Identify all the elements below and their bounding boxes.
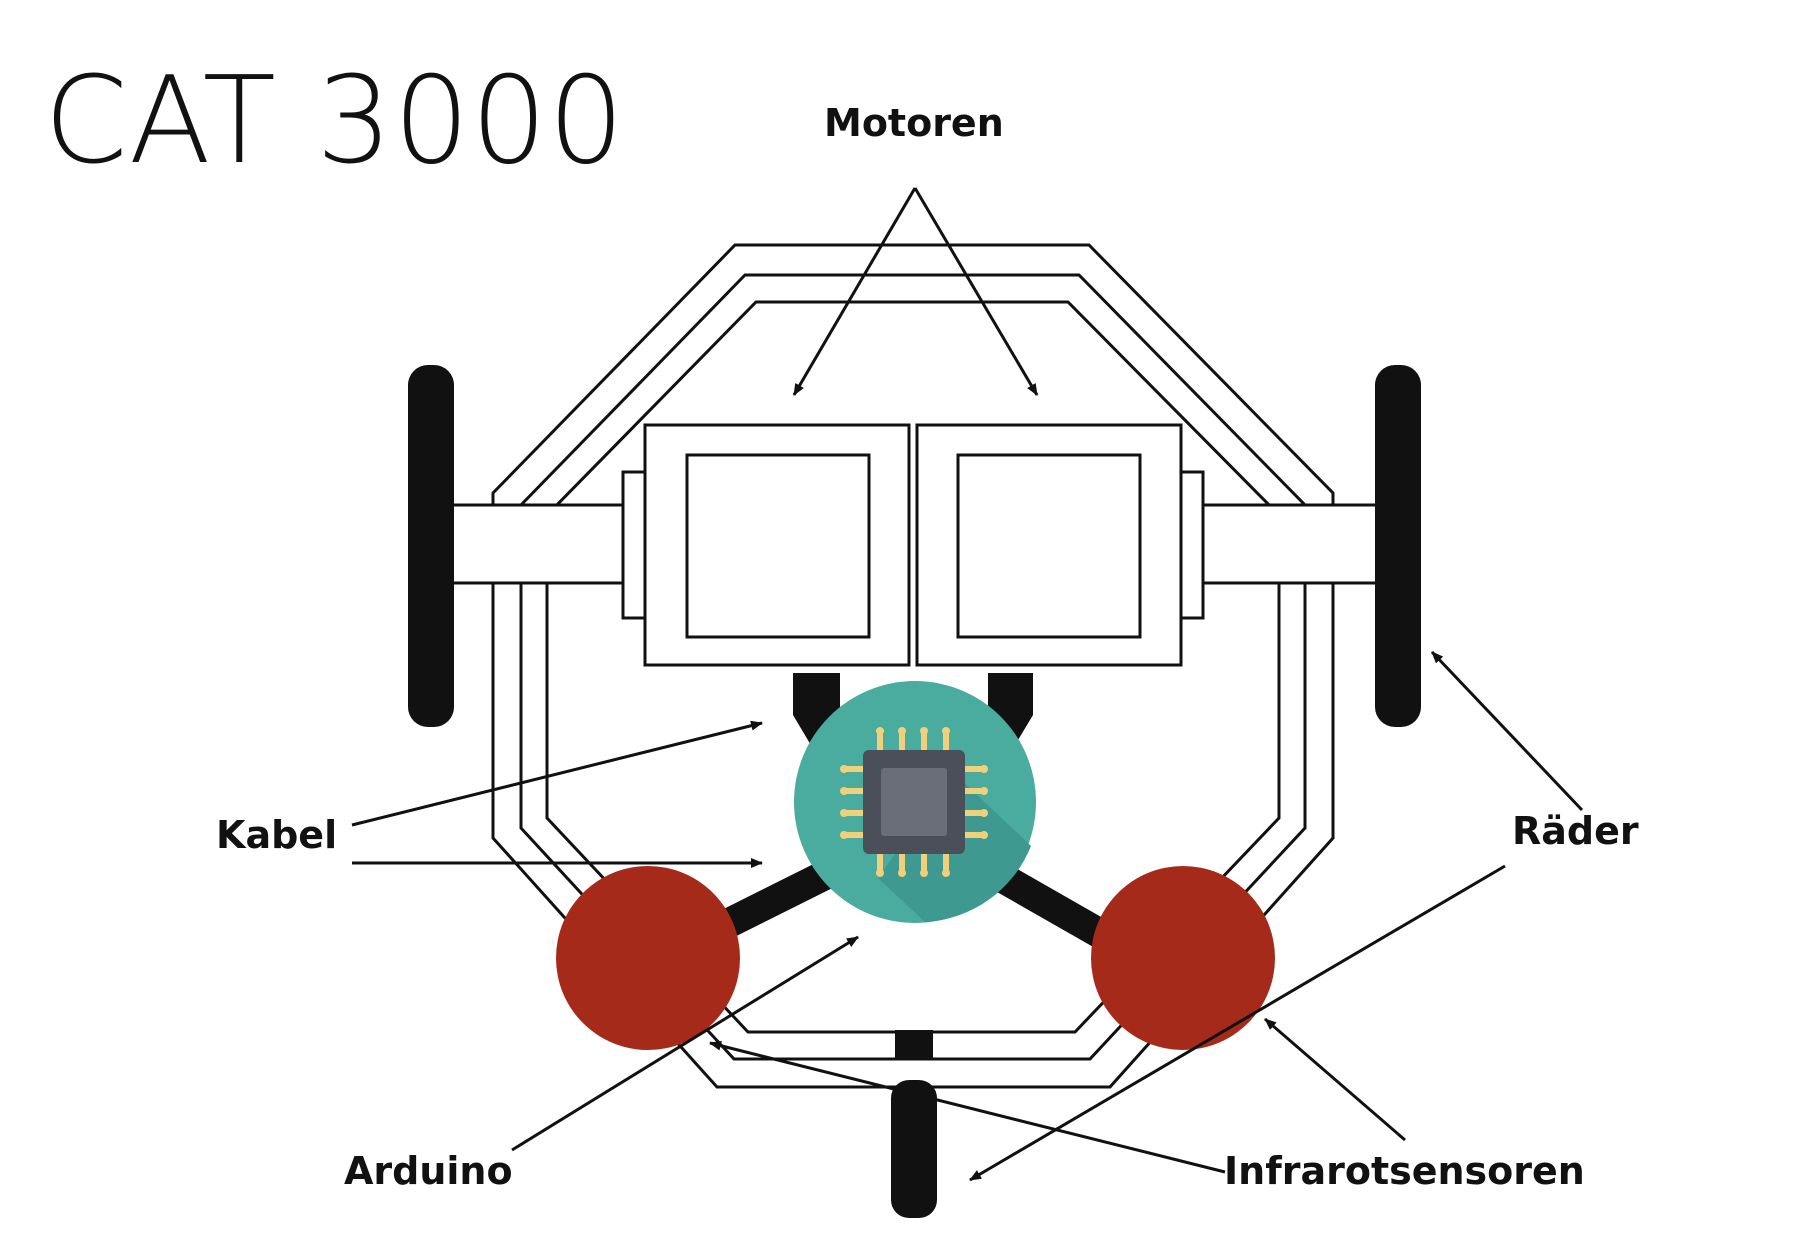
cable-bundle bbox=[491, 243, 1335, 1089]
arrow-raeder-right bbox=[1430, 650, 1584, 812]
right-motor bbox=[915, 423, 1183, 667]
arrow-infrarot-left bbox=[709, 1040, 1226, 1174]
right-motor-flange bbox=[1179, 470, 1205, 620]
arrow-arduino bbox=[511, 935, 859, 1152]
cable-line-outer bbox=[491, 243, 1335, 1089]
left-wheel bbox=[408, 365, 454, 727]
annotation-arrows bbox=[351, 187, 1584, 1182]
arrow-motoren-right bbox=[913, 187, 1039, 396]
label-kabel: Kabel bbox=[216, 813, 338, 857]
label-infrarotsensoren: Infrarotsensoren bbox=[1224, 1149, 1585, 1193]
label-arduino: Arduino bbox=[344, 1149, 513, 1193]
bottom-wheel-mount bbox=[895, 1030, 933, 1058]
arrow-raeder-bottom bbox=[969, 864, 1506, 1182]
microchip-icon bbox=[840, 727, 988, 877]
label-motoren: Motoren bbox=[824, 101, 1004, 145]
label-raeder: Räder bbox=[1512, 809, 1639, 853]
arrow-infrarot-right bbox=[1264, 1017, 1406, 1142]
bottom-wheel bbox=[891, 1080, 937, 1218]
arduino-board bbox=[794, 681, 1036, 923]
cable-line-middle bbox=[519, 273, 1307, 1061]
left-axle bbox=[445, 503, 627, 585]
diagram-title: CAT 3000 bbox=[44, 52, 626, 191]
right-infrared-sensor bbox=[1091, 866, 1275, 1050]
arrow-motoren-left bbox=[792, 187, 917, 396]
left-infrared-sensor bbox=[556, 866, 740, 1050]
cable-line-inner bbox=[545, 300, 1281, 1034]
left-motor bbox=[643, 423, 911, 667]
right-wheel bbox=[1375, 365, 1421, 727]
arrow-kabel-upper bbox=[351, 720, 763, 827]
right-axle bbox=[1188, 503, 1380, 585]
left-motor-flange bbox=[621, 470, 647, 620]
